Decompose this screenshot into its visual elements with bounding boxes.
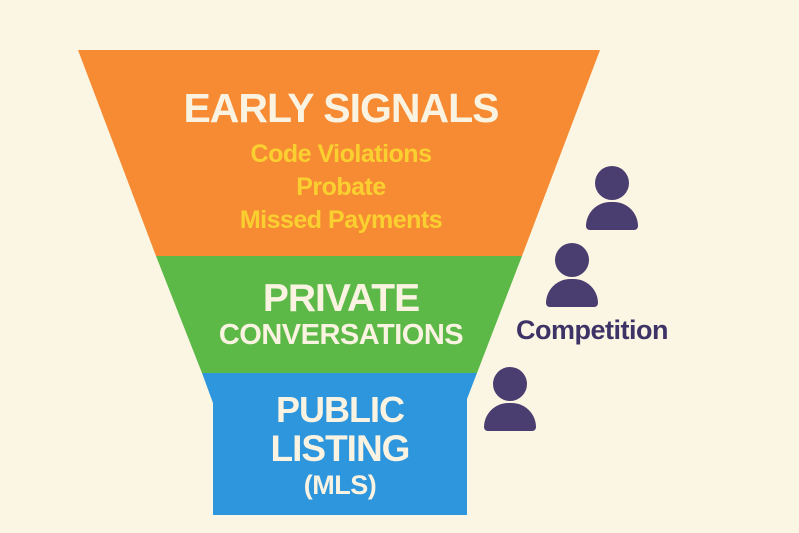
- public-listing-title-line1: PUBLIC: [276, 389, 405, 430]
- public-listing-title-line2: LISTING: [270, 428, 411, 469]
- early-signals-item-code-violations: Code Violations: [250, 140, 432, 168]
- person-torso-icon: [484, 403, 536, 431]
- public-listing-title-line3: (MLS): [303, 470, 377, 500]
- early-signals-title: EARLY SIGNALS: [183, 85, 499, 131]
- person-torso-icon: [546, 279, 598, 307]
- private-conversations-title: PRIVATE CONVERSATIONS: [141, 277, 541, 351]
- person-torso-icon: [586, 202, 638, 230]
- person-icon: [586, 166, 638, 230]
- person-head-icon: [493, 367, 527, 401]
- early-signals-item-probate: Probate: [296, 173, 386, 201]
- public-listing-title: PUBLIC LISTING (MLS): [213, 390, 467, 502]
- early-signals-item-list: Code Violations Probate Missed Payments: [191, 138, 491, 237]
- private-conversations-title-line1: PRIVATE: [262, 277, 420, 320]
- person-head-icon: [595, 166, 629, 200]
- person-icon: [484, 367, 536, 431]
- person-icon: [546, 243, 598, 307]
- person-head-icon: [555, 243, 589, 277]
- competition-label: Competition: [516, 315, 668, 345]
- private-conversations-title-line2: CONVERSATIONS: [218, 319, 464, 351]
- early-signals-item-missed-payments: Missed Payments: [239, 206, 443, 234]
